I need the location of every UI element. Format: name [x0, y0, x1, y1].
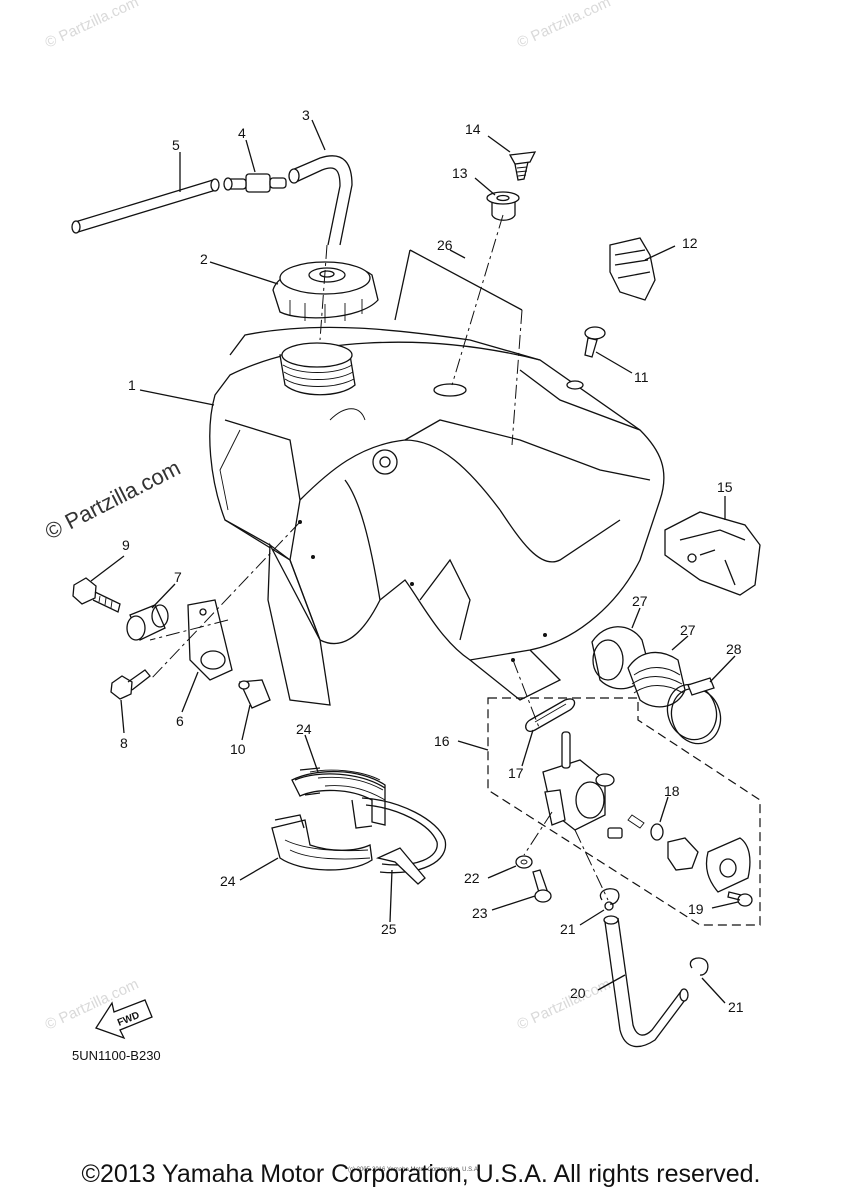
- leader-lines: [90, 119, 739, 1004]
- bolt-9: [72, 577, 121, 613]
- footer-copyright: ©2013 Yamaha Motor Corporation, U.S.A. A…: [81, 1160, 761, 1188]
- vent-hose: [288, 155, 353, 246]
- strap-25: [361, 797, 447, 885]
- fuel-cock-assembly-outline: [487, 697, 761, 926]
- fuel-cock-lever-parts: [607, 814, 751, 893]
- bracket-6: [187, 599, 233, 681]
- label-part-19: 19: [688, 901, 704, 917]
- screw-14: [508, 151, 537, 181]
- watermark-main: © Partzilla.com: [41, 455, 184, 545]
- bolt-8: [110, 669, 151, 700]
- screw-23: [532, 869, 552, 903]
- label-part-18: 18: [664, 783, 680, 799]
- fuel-hose-20: [603, 915, 689, 1048]
- damper-band-24-lower: [271, 814, 373, 871]
- washer-22: [515, 855, 533, 869]
- check-valve: [223, 173, 287, 193]
- joint-27: [591, 626, 686, 708]
- damper-7: [126, 604, 169, 641]
- clip-12: [609, 237, 656, 301]
- diagram-code: 5UN1100-B230: [72, 1048, 161, 1063]
- label-part-21-lower: 21: [728, 999, 744, 1015]
- watermark-top-left: © Partzilla.com: [43, 0, 142, 52]
- fuel-cock-body: [542, 731, 615, 831]
- label-part-22: 22: [464, 870, 480, 886]
- label-part-6: 6: [176, 713, 184, 729]
- label-part-4: 4: [238, 125, 246, 141]
- damper-band-24-upper: [291, 767, 386, 829]
- label-part-21-upper: 21: [560, 921, 576, 937]
- fwd-arrow-icon: FWD: [95, 999, 153, 1040]
- label-part-28: 28: [726, 641, 742, 657]
- label-part-11: 11: [634, 369, 649, 385]
- label-part-26: 26: [437, 237, 453, 253]
- label-part-14: 14: [465, 121, 481, 137]
- label-part-13: 13: [452, 165, 468, 181]
- filler-neck: [279, 342, 356, 396]
- label-part-17: 17: [508, 765, 524, 781]
- hose-clip-21-upper: [599, 888, 620, 911]
- label-part-27-left: 27: [632, 593, 648, 609]
- protector-15: [664, 511, 761, 596]
- gasket-17: [525, 698, 576, 732]
- label-part-7: 7: [174, 569, 182, 585]
- screw-19: [727, 891, 753, 907]
- hose-clip-21-lower: [689, 957, 709, 976]
- label-part-24-upper: 24: [296, 721, 312, 737]
- label-part-2: 2: [200, 251, 208, 267]
- breather-hose: [71, 178, 220, 234]
- label-part-20: 20: [570, 985, 586, 1001]
- clamp-28: [666, 677, 722, 745]
- label-part-15: 15: [717, 479, 733, 495]
- label-part-27-right: 27: [680, 622, 696, 638]
- part-labels: 1 2 3 4 5 6 7 8 9 10 11 12 13 14 15 16 1…: [120, 107, 744, 1015]
- fuel-tank: [209, 326, 665, 706]
- tiny-copyright: (c) 2005-2016 Yamaha Motor Corporation, …: [348, 1167, 480, 1173]
- label-part-9: 9: [122, 537, 130, 553]
- bolt-11: [584, 326, 606, 358]
- label-part-12: 12: [682, 235, 698, 251]
- label-part-1: 1: [128, 377, 136, 393]
- label-part-10: 10: [230, 741, 246, 757]
- label-part-24-lower: 24: [220, 873, 236, 889]
- label-part-23: 23: [472, 905, 488, 921]
- label-part-5: 5: [172, 137, 180, 153]
- center-lines: [149, 214, 609, 901]
- watermark-top-right: © Partzilla.com: [515, 0, 614, 52]
- label-part-25: 25: [381, 921, 397, 937]
- label-part-3: 3: [302, 107, 310, 123]
- label-part-16: 16: [434, 733, 450, 749]
- collar-10: [238, 679, 271, 709]
- watermark-bottom-right: © Partzilla.com: [515, 976, 614, 1034]
- label-part-8: 8: [120, 735, 128, 751]
